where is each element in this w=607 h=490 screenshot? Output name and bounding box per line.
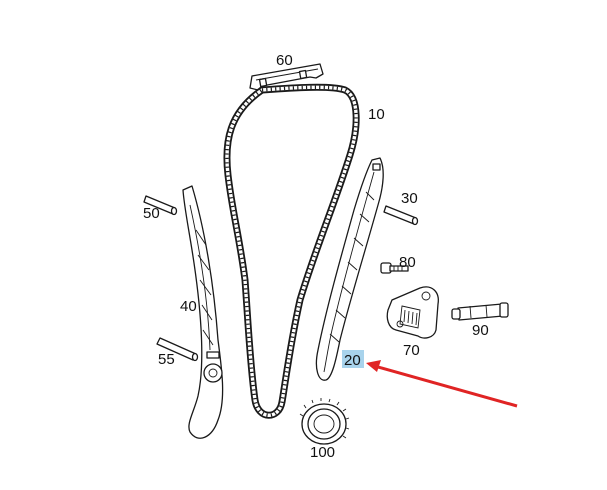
callout-55: 55 — [158, 351, 175, 368]
arrow-head — [366, 360, 381, 372]
bolt-80 — [380, 262, 409, 274]
callout-70: 70 — [403, 342, 420, 359]
sprocket-100 — [299, 398, 350, 445]
slide-rail-60 — [249, 63, 324, 91]
timing-chain-10 — [223, 83, 360, 419]
callout-100: 100 — [310, 444, 335, 461]
pin-30 — [383, 205, 419, 226]
tensioner-housing-70 — [386, 286, 439, 339]
callout-40: 40 — [180, 298, 197, 315]
pin-55 — [156, 337, 199, 362]
highlight-box — [342, 350, 364, 368]
callout-80: 80 — [399, 254, 416, 271]
pin-50 — [143, 195, 178, 216]
callout-60: 60 — [276, 52, 293, 69]
arrow-shaft — [377, 365, 518, 408]
callout-10: 10 — [368, 106, 385, 123]
guide-rail-40 — [182, 185, 224, 439]
highlighted-callout-20: 20 — [342, 350, 364, 369]
plunger-90 — [451, 302, 509, 321]
callout-90: 90 — [472, 322, 489, 339]
callout-30: 30 — [401, 190, 418, 207]
callout-50: 50 — [143, 205, 160, 222]
tension-rail-20 — [315, 157, 384, 381]
callout-20: 20 — [344, 352, 361, 369]
pointer-arrow — [366, 360, 518, 408]
